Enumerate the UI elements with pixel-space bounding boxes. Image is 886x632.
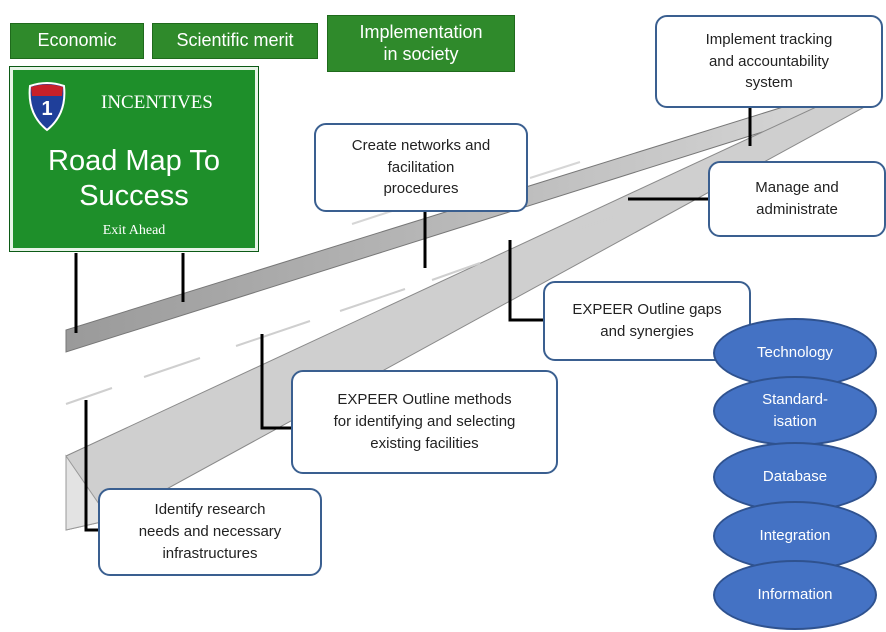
step-tracking-accountability: Implement tracking and accountability sy… bbox=[655, 15, 883, 108]
step-networks-facilitation: Create networks and facilitation procedu… bbox=[314, 123, 528, 212]
sign-exit-text: Exit Ahead bbox=[102, 223, 166, 238]
sign-main-text: Road Map To Success bbox=[48, 145, 220, 212]
tag-scientific-merit: Scientific merit bbox=[152, 23, 318, 59]
tag-implementation-in-society: Implementation in society bbox=[327, 15, 515, 72]
topic-standardisation: Standard- isation bbox=[713, 376, 877, 446]
sign-title: INCENTIVES bbox=[101, 92, 213, 113]
road-sign: 1 INCENTIVES Road Map To Success Exit Ah… bbox=[9, 66, 259, 252]
step-outline-methods: EXPEER Outline methods for identifying a… bbox=[291, 370, 558, 474]
shield-number: 1 bbox=[41, 98, 53, 120]
lane-dashes bbox=[65, 164, 765, 405]
tag-economic: Economic bbox=[10, 23, 144, 59]
interstate-shield-icon bbox=[28, 82, 66, 132]
step-manage-administrate: Manage and administrate bbox=[708, 161, 886, 237]
connector-lines bbox=[74, 108, 752, 532]
step-identify-research-needs: Identify research needs and necessary in… bbox=[98, 488, 322, 576]
topic-information: Information bbox=[713, 560, 877, 630]
